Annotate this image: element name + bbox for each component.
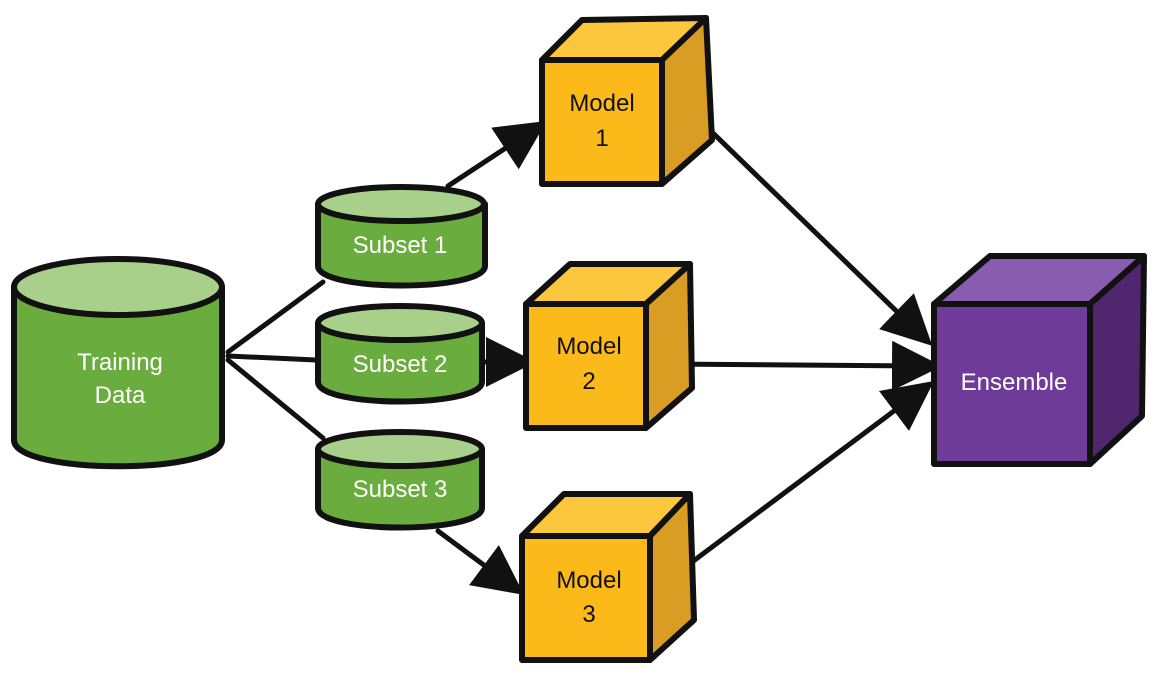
model3-front	[519, 533, 653, 663]
subset1-label: Subset 1	[353, 232, 448, 259]
model1-label-line1: Model	[569, 90, 634, 117]
edge-training-subset3	[225, 357, 326, 441]
edge-model3-ensemble	[673, 381, 935, 577]
model1-label-line2: 1	[595, 125, 608, 152]
subset3-label: Subset 3	[353, 476, 448, 503]
subset2-label: Subset 2	[353, 351, 448, 378]
training-data-body	[11, 284, 225, 470]
ensemble-label: Ensemble	[961, 369, 1068, 396]
subset1-body	[315, 201, 488, 289]
model1-side	[659, 15, 715, 187]
subset1-node: Subset 1	[315, 184, 488, 289]
training-data-label-line1: Training	[77, 349, 163, 376]
model3-node: Model 3	[519, 491, 697, 663]
model3-label-line2: 3	[582, 601, 595, 628]
ensemble-node: Ensemble	[931, 253, 1147, 467]
training-data-top	[11, 256, 225, 318]
edge-model1-ensemble	[679, 100, 933, 346]
training-data-label-line2: Data	[95, 382, 146, 409]
model2-node: Model 2	[523, 261, 695, 431]
ensemble-side	[1087, 253, 1147, 467]
edge-training-subset2	[225, 353, 319, 363]
subset3-top	[315, 429, 485, 469]
subset3-node: Subset 3	[315, 429, 485, 531]
subset2-top	[315, 303, 485, 343]
model2-side	[643, 261, 695, 431]
model1-node: Model 1	[539, 15, 715, 187]
edge-subset3-model3	[435, 528, 525, 595]
model2-label-line1: Model	[556, 333, 621, 360]
subset2-node: Subset 2	[315, 303, 485, 405]
subset1-top	[315, 184, 487, 224]
edge-model2-ensemble	[661, 340, 942, 391]
training-data-node: Training Data	[11, 256, 225, 470]
model2-label-line2: 2	[582, 368, 595, 395]
edges	[225, 100, 942, 595]
model3-side	[647, 491, 697, 663]
edge-subset1-model1	[445, 121, 547, 189]
model1-front	[539, 57, 665, 187]
subset3-body	[315, 446, 485, 531]
model2-front	[523, 301, 649, 431]
subset2-body	[315, 320, 485, 405]
model3-label-line1: Model	[556, 567, 621, 594]
edge-training-subset1	[225, 279, 326, 355]
